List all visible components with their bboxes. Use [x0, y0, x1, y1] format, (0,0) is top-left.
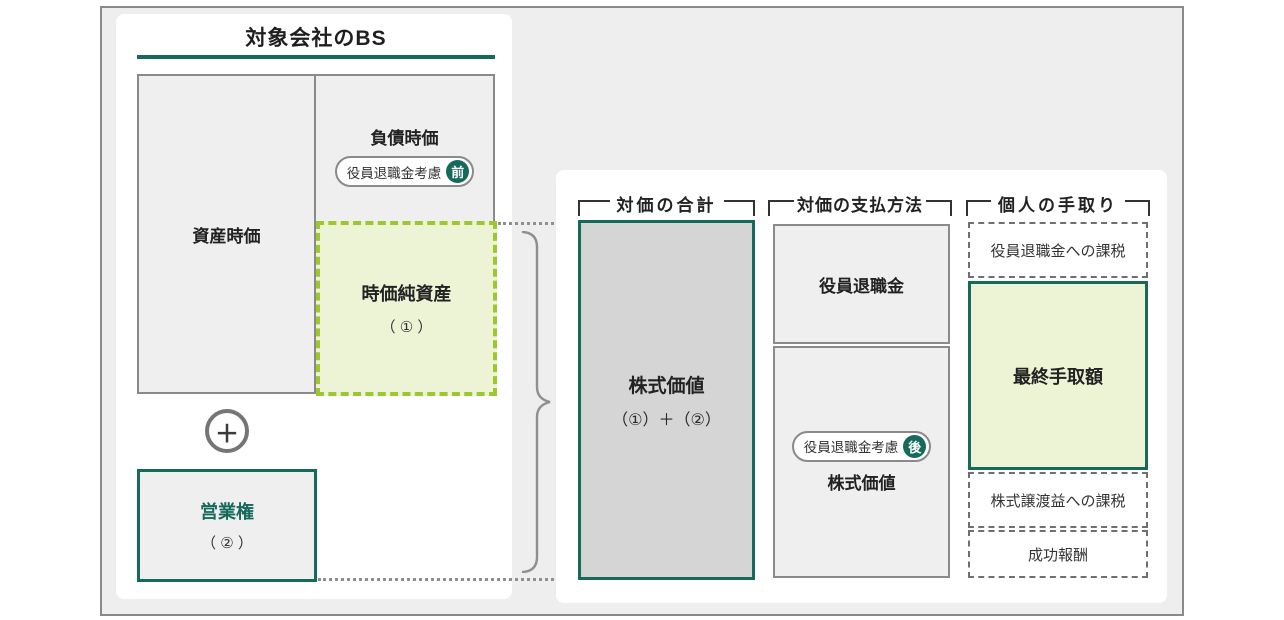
net-asset-label: 時価純資産: [361, 284, 452, 304]
pre-mark-icon: 前: [446, 160, 470, 183]
header-total-text: 対価の合計: [616, 196, 717, 215]
net-asset-number: （ ① ）: [380, 319, 433, 336]
dotted-connector-bottom: [318, 578, 578, 581]
share-value-after-box: 役員退職金考慮 後 株式価値: [773, 346, 950, 578]
retirement-pay-box: 役員退職金: [773, 224, 950, 344]
pre-retirement-badge: 役員退職金考慮 前: [334, 156, 475, 187]
capital-gain-tax-box: 株式譲渡益への課税: [968, 472, 1148, 528]
header-payment-text: 対価の支払方法: [797, 196, 923, 215]
retirement-tax-box: 役員退職金への課税: [968, 222, 1148, 278]
bracket-right-icon: [926, 200, 952, 216]
header-payment-method: 対価の支払方法: [768, 191, 952, 217]
final-takehome-label: 最終手取額: [1013, 366, 1103, 387]
curly-brace: [521, 231, 551, 573]
post-retirement-badge-text: 役員退職金考慮: [803, 440, 899, 455]
goodwill-box: 営業権 （ ② ）: [137, 469, 317, 582]
bracket-right-icon: [1125, 200, 1150, 216]
pre-retirement-badge-text: 役員退職金考慮: [346, 165, 442, 181]
page-title: 対象会社のBS: [245, 27, 387, 50]
asset-cell: 資産時価: [139, 76, 316, 392]
share-value-total-box: 株式価値 （①）＋（②）: [578, 220, 755, 580]
retirement-pay-label: 役員退職金: [819, 276, 904, 296]
plus-icon: ＋: [205, 409, 249, 453]
dotted-connector-top: [498, 222, 578, 225]
header-total-consideration: 対価の合計: [578, 191, 755, 217]
goodwill-label: 営業権: [200, 502, 254, 522]
share-value-total-formula: （①）＋（②）: [612, 411, 721, 429]
bracket-right-icon: [723, 200, 755, 216]
final-takehome-box: 最終手取額: [968, 281, 1148, 470]
share-value-total-label: 株式価値: [628, 375, 705, 397]
header-personal-takehome: 個人の手取り: [966, 191, 1150, 217]
liability-label: 負債時価: [370, 129, 439, 148]
title-underline: [137, 55, 495, 59]
post-retirement-badge: 役員退職金考慮 後: [791, 430, 932, 462]
goodwill-number: （ ② ）: [201, 535, 253, 552]
post-mark-icon: 後: [903, 434, 927, 458]
header-takehome-text: 個人の手取り: [998, 196, 1118, 215]
share-value-after-label: 株式価値: [827, 473, 896, 493]
bracket-left-icon: [966, 200, 991, 216]
success-fee-box: 成功報酬: [968, 530, 1148, 578]
net-asset-box: 時価純資産 （ ① ）: [316, 221, 497, 396]
bracket-left-icon: [768, 200, 794, 216]
bracket-left-icon: [578, 200, 610, 216]
liability-cell: 負債時価 役員退職金考慮 前: [316, 76, 493, 392]
